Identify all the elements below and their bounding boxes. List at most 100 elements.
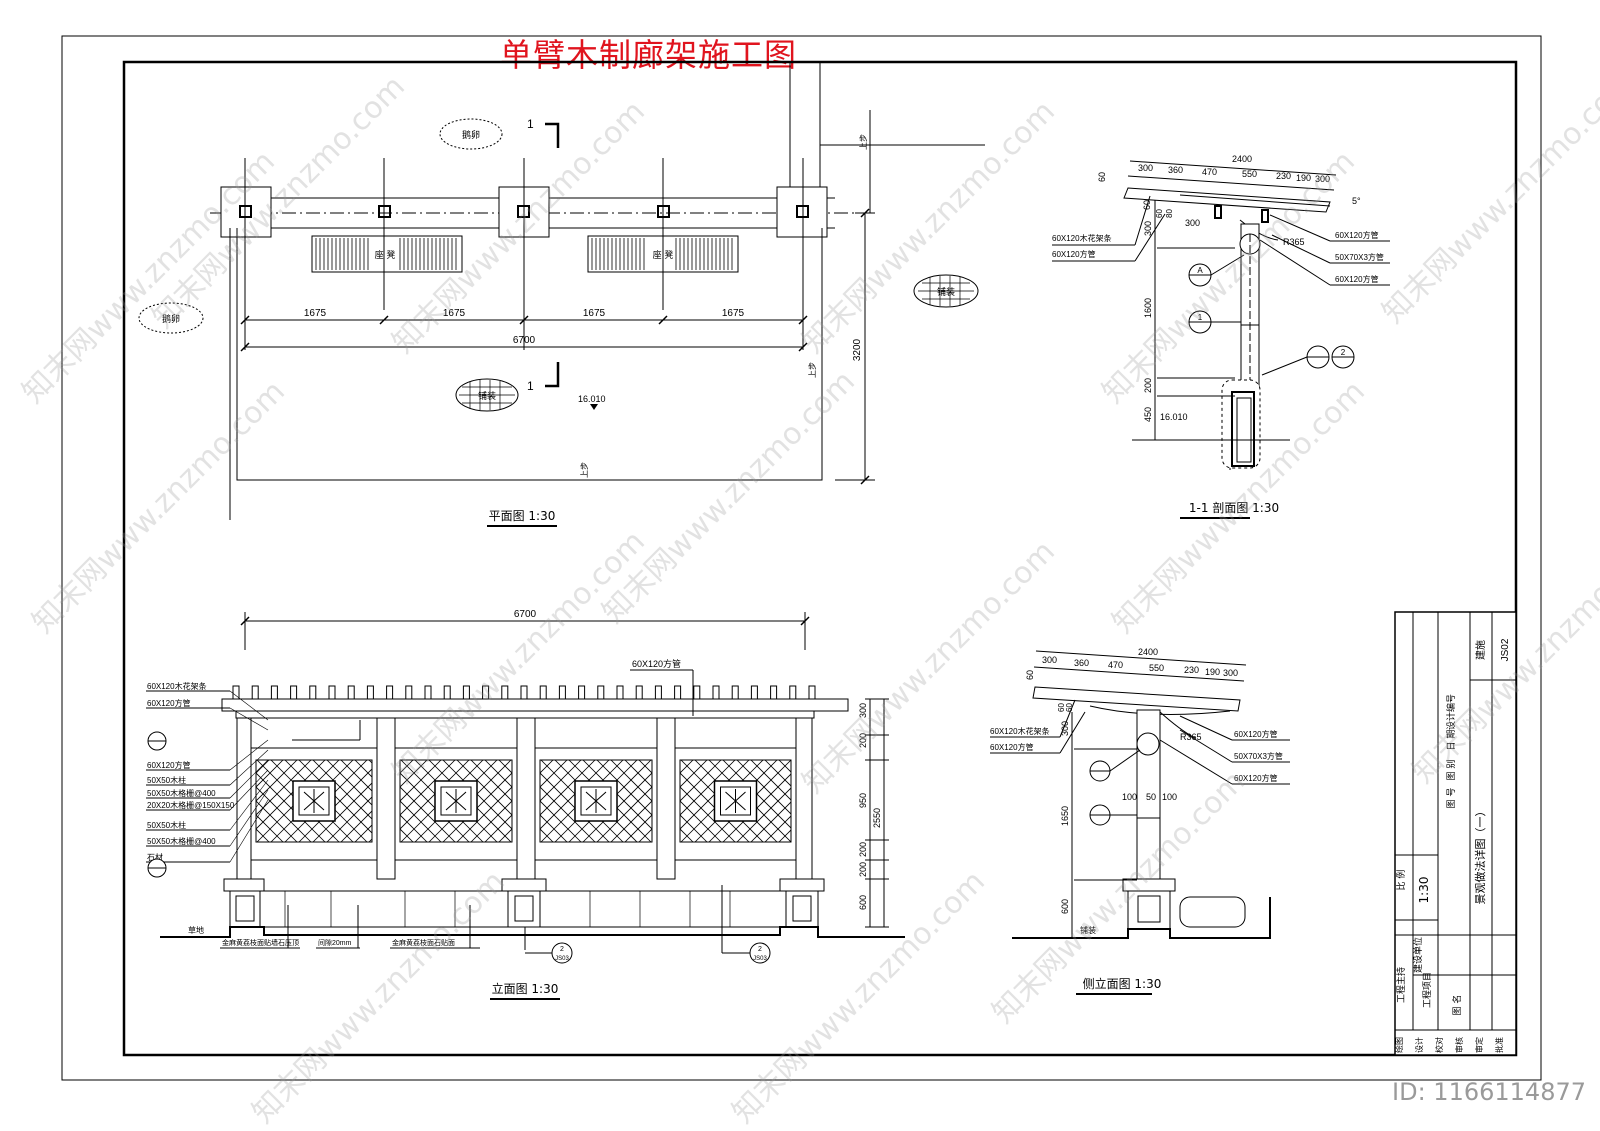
elevation-right-dim: 600 xyxy=(858,895,868,910)
rafter-block xyxy=(674,685,682,700)
rafter-block xyxy=(405,685,413,700)
title-block: 工程主持比 例建设单位工程项目图 名 1:30 景观做法详图（一） 设计编号日 … xyxy=(1394,611,1517,1056)
tb-label: 工程主持 xyxy=(1395,967,1407,1003)
rafter-block xyxy=(424,685,432,700)
rafter-block xyxy=(808,685,816,700)
section-top-dim: 230 xyxy=(1276,171,1291,181)
elevation-right-dim: 200 xyxy=(858,733,868,748)
svg-text:JS03: JS03 xyxy=(753,956,767,962)
section-callout: 60X120方管 xyxy=(1052,249,1096,259)
bench-label: 座 凳 xyxy=(375,249,396,261)
up-step-label: 上步 xyxy=(808,362,817,378)
section-inner-dim: 300 xyxy=(1185,218,1200,228)
section-callout: 60X120木花架条 xyxy=(1052,233,1112,243)
section-mark: 1 xyxy=(527,117,534,131)
rafter-block xyxy=(347,685,355,700)
section-left-dim: 300 xyxy=(1143,221,1153,236)
elevation-callout: 50X50木柱 xyxy=(147,775,186,785)
section-angle: 5° xyxy=(1352,196,1361,206)
tb-scale-value: 1:30 xyxy=(1417,877,1431,904)
section-left-dim: 450 xyxy=(1143,407,1153,422)
up-step-label: 上步 xyxy=(580,462,589,478)
rafter-block xyxy=(731,685,739,700)
elevation-callout: 金麻黄荔枝面石贴面 xyxy=(392,938,455,947)
elevation-callout: 50X50木格栅@400 xyxy=(147,788,216,798)
side-left-dim: 300 xyxy=(1060,721,1070,736)
section-left-dim: 60 xyxy=(1097,172,1107,182)
lattice-panel xyxy=(250,747,378,861)
tb-label: 图 名 xyxy=(1451,995,1463,1016)
side-top-dim: 470 xyxy=(1108,660,1123,670)
side-elevation-view: 2400 300 360 470 550 230 190 300 铺装 60 6… xyxy=(990,647,1290,995)
rafter-block xyxy=(328,685,336,700)
tb-signature-label: 批准 xyxy=(1494,1037,1504,1053)
tb-signature-label: 设计 xyxy=(1414,1037,1424,1053)
side-top-dim: 300 xyxy=(1223,668,1238,678)
tb-type-value: 建施 xyxy=(1474,640,1487,660)
tb-label: 图 别 xyxy=(1446,760,1457,781)
svg-text:2: 2 xyxy=(560,946,564,953)
section-top-dim: 190 xyxy=(1296,173,1311,183)
elevation-callout: 间隙20mm xyxy=(318,938,352,947)
lattice-panel xyxy=(394,747,518,861)
rafter-block xyxy=(616,685,624,700)
level-mark: 16.010 xyxy=(578,394,606,404)
rafter-block xyxy=(712,685,720,700)
rafter-block xyxy=(539,685,547,700)
tb-label: 工程项目 xyxy=(1422,972,1433,1008)
section-callout: 50X70X3方管 xyxy=(1335,252,1384,262)
plan-dim: 1675 xyxy=(443,308,466,319)
rafter-block xyxy=(290,685,298,700)
elevation-callout: 金麻黄荔枝面贴墙石压顶 xyxy=(222,938,299,947)
tb-number-value: JS02 xyxy=(1500,638,1511,661)
elevation-top-callout: 60X120方管 xyxy=(632,658,681,669)
image-id-label: ID: 1166114877 xyxy=(1392,1078,1586,1106)
drawing-title: 单臂木制廊架施工图 xyxy=(500,36,798,74)
rafter-block xyxy=(366,685,374,700)
section-inner-dim: 80 xyxy=(1165,209,1174,218)
section-top-dim: 550 xyxy=(1242,169,1257,179)
lattice-panel xyxy=(534,747,658,861)
section-top-total: 2400 xyxy=(1232,154,1252,164)
rafter-block xyxy=(251,685,259,700)
plan-dim: 1675 xyxy=(583,308,606,319)
side-mid-dim: 50 xyxy=(1146,792,1156,802)
section-left-dim: 200 xyxy=(1143,378,1153,393)
rafter-block xyxy=(770,685,778,700)
side-mid-dim: 100 xyxy=(1122,792,1137,802)
detail-bubble: 2 JS03 xyxy=(524,927,573,964)
rafter-block xyxy=(309,685,317,700)
elevation-callout: 60X120木花架条 xyxy=(147,681,207,691)
plan-dim: 1675 xyxy=(722,308,745,319)
tb-drawing-name: 景观做法详图（一） xyxy=(1473,806,1487,905)
section-callout: 60X120方管 xyxy=(1335,274,1379,284)
side-left-dim: 60 xyxy=(1025,670,1035,680)
side-callout: 60X120方管 xyxy=(990,742,1034,752)
rafter-block xyxy=(750,685,758,700)
side-top-dim: 230 xyxy=(1184,665,1199,675)
section-bubble: A xyxy=(1197,266,1203,275)
tb-signature-label: 审定 xyxy=(1474,1037,1484,1053)
detail-bubble: 2 JS03 xyxy=(721,885,771,964)
tb-signature-label: 绘图 xyxy=(1394,1037,1404,1053)
tb-signature-label: 校对 xyxy=(1434,1037,1444,1053)
elevation-total-dim: 6700 xyxy=(514,609,537,620)
rafter-block xyxy=(693,685,701,700)
plan-total-dim: 6700 xyxy=(513,335,536,346)
elevation-callout: 60X120方管 xyxy=(147,760,191,770)
paving-symbol: 鹅卵 xyxy=(439,118,503,150)
elevation-right-dim: 200 xyxy=(858,842,868,857)
up-step-label: 上步 xyxy=(859,134,868,150)
tb-label: 日 期 xyxy=(1446,730,1457,751)
side-top-total: 2400 xyxy=(1138,647,1158,657)
tb-label: 建设单位 xyxy=(1412,937,1424,973)
elevation-right-dim: 200 xyxy=(858,862,868,877)
tb-signature-label: 审核 xyxy=(1454,1037,1464,1053)
side-ground-label: 铺装 xyxy=(1080,925,1096,935)
elevation-right-dim: 2550 xyxy=(872,808,882,828)
elevation-callout: 50X50木柱 xyxy=(147,820,186,830)
side-top-dim: 360 xyxy=(1074,658,1089,668)
side-callout: 60X120方管 xyxy=(1234,773,1278,783)
svg-text:鹅卵: 鹅卵 xyxy=(462,129,480,141)
svg-text:JS03: JS03 xyxy=(555,956,569,962)
